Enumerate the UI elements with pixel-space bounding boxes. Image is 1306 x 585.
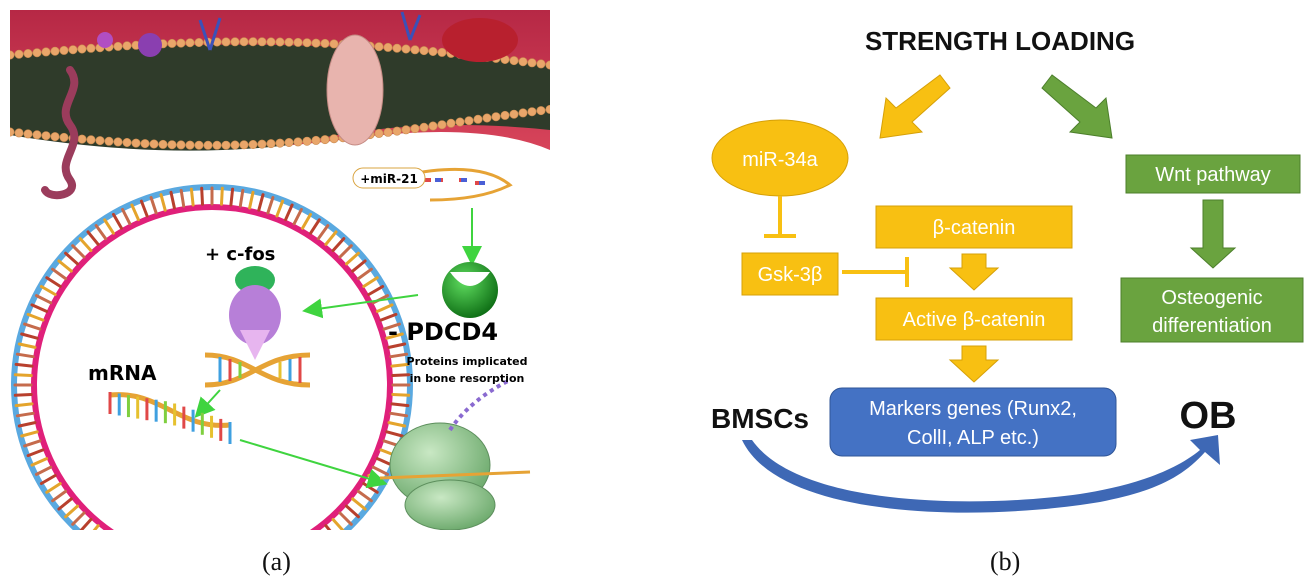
cfos-label: + c-fos — [205, 244, 275, 265]
mrna-label: mRNA — [88, 361, 157, 385]
wnt-node: Wnt pathway — [1125, 154, 1301, 194]
osteo-label-line1: Osteogenic — [1161, 287, 1262, 309]
ob-label: OB — [1180, 395, 1237, 437]
strength-loading-title: STRENGTH LOADING — [865, 26, 1135, 56]
channel-protein — [326, 34, 384, 146]
gsk3b-node: Gsk-3β — [741, 252, 839, 296]
membrane-protein — [138, 33, 162, 57]
panel-b: STRENGTH LOADING miR-34a Wnt pathway Ost… — [700, 10, 1306, 530]
arrow-bcatenin-to-active — [948, 253, 1000, 291]
ribosome — [379, 378, 531, 531]
mir34a-node: miR-34a — [711, 119, 849, 197]
pdcd4-protein — [442, 262, 498, 318]
osteogenic-node: Osteogenic differentiation — [1120, 277, 1304, 343]
active-bcatenin-node: Active β-catenin — [875, 297, 1073, 341]
markers-label-line1: Markers genes (Runx2, — [869, 398, 1077, 420]
membrane-protein — [442, 18, 518, 62]
active-bcatenin-label: Active β-catenin — [903, 309, 1046, 331]
cell-membrane — [5, 10, 555, 200]
caption-b: (b) — [990, 547, 1021, 576]
bcatenin-node: β-catenin — [875, 205, 1073, 249]
dna-helix — [204, 352, 311, 388]
membrane-protein — [97, 32, 113, 48]
markers-label-line2: CollI, ALP etc.) — [907, 427, 1039, 449]
wnt-label: Wnt pathway — [1155, 164, 1271, 186]
proteins-label-line1: Proteins implicated — [407, 355, 528, 368]
transmembrane-receptor — [41, 66, 79, 200]
mir21-hairpin: +miR-21 — [352, 167, 513, 202]
mrna-strand — [108, 392, 232, 444]
arrow-active-to-markers — [948, 345, 1000, 383]
caption-a: (a) — [262, 547, 291, 576]
markers-node: Markers genes (Runx2, CollI, ALP etc.) — [829, 387, 1117, 457]
gsk3b-label: Gsk-3β — [758, 264, 823, 286]
panel-a-illustration: +miR-21 + c-fos mRNA — [5, 10, 555, 585]
mir21-label: +miR-21 — [360, 172, 418, 186]
arrow-to-mir34a — [879, 74, 951, 139]
panel-a: +miR-21 + c-fos mRNA — [5, 10, 555, 585]
panel-b-flowchart: STRENGTH LOADING miR-34a Wnt pathway Ost… — [711, 26, 1304, 513]
proteins-label-line2: in bone resorption — [410, 372, 525, 385]
bmscs-label: BMSCs — [711, 403, 809, 434]
pdcd4-label: - PDCD4 — [388, 318, 498, 346]
osteo-label-line2: differentiation — [1152, 315, 1272, 337]
bcatenin-label: β-catenin — [933, 217, 1016, 239]
arrow-wnt-to-osteo — [1189, 199, 1237, 269]
nucleus — [11, 184, 413, 585]
cfos-protein — [229, 266, 281, 360]
arrow-to-wnt — [1041, 74, 1113, 139]
mir34a-label: miR-34a — [742, 149, 818, 171]
bmscs-to-ob-arrow — [742, 435, 1220, 513]
